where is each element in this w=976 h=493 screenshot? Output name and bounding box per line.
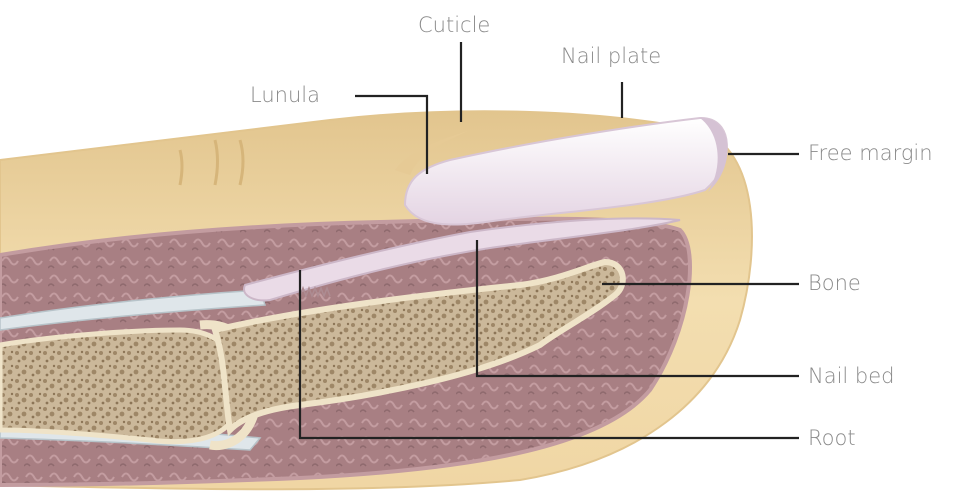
label-free-margin: Free margin [808,143,933,164]
middle-phalanx [0,330,243,442]
label-cuticle: Cuticle [418,15,490,36]
label-bone: Bone [808,273,861,294]
label-nail-bed: Nail bed [808,366,895,387]
label-root: Root [808,428,856,449]
label-nail-plate: Nail plate [561,46,661,67]
label-lunula: Lunula [250,85,320,106]
